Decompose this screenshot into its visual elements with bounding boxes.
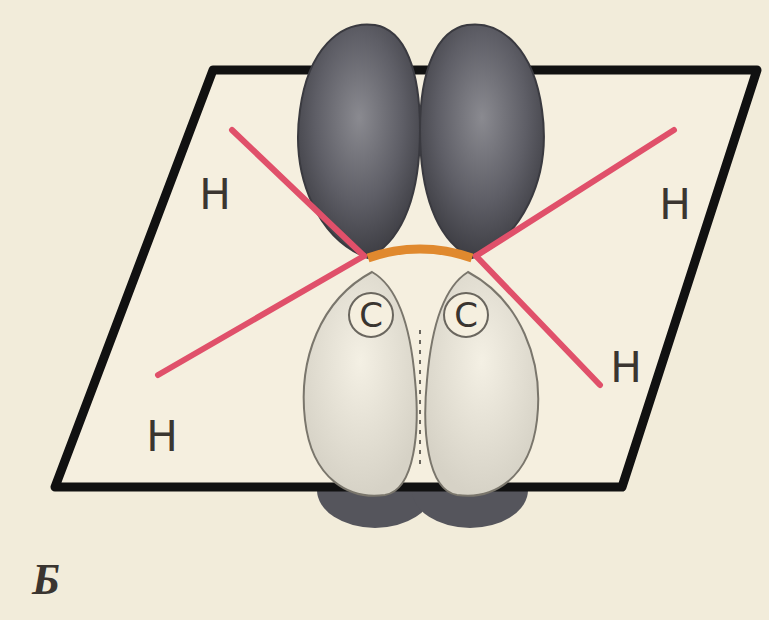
atom-label: H [146, 416, 178, 458]
sigma-bond [368, 249, 472, 258]
atom-label: H [610, 347, 642, 389]
ch-bond [158, 256, 364, 375]
ch-bond [232, 130, 364, 256]
atom-label: C [359, 298, 383, 332]
figure-letter: Б [32, 558, 60, 602]
p-orbital-upper-lobe [298, 24, 420, 258]
carbon-atom [349, 293, 393, 337]
atom-label: H [199, 174, 231, 216]
carbon-atom [444, 293, 488, 337]
nodal-line [419, 330, 421, 470]
ch-bond [476, 256, 600, 385]
atom-label: H [659, 184, 691, 226]
ch-bond [476, 130, 674, 256]
atom-label: C [454, 298, 478, 332]
p-orbital-lower-lobe [304, 272, 417, 496]
